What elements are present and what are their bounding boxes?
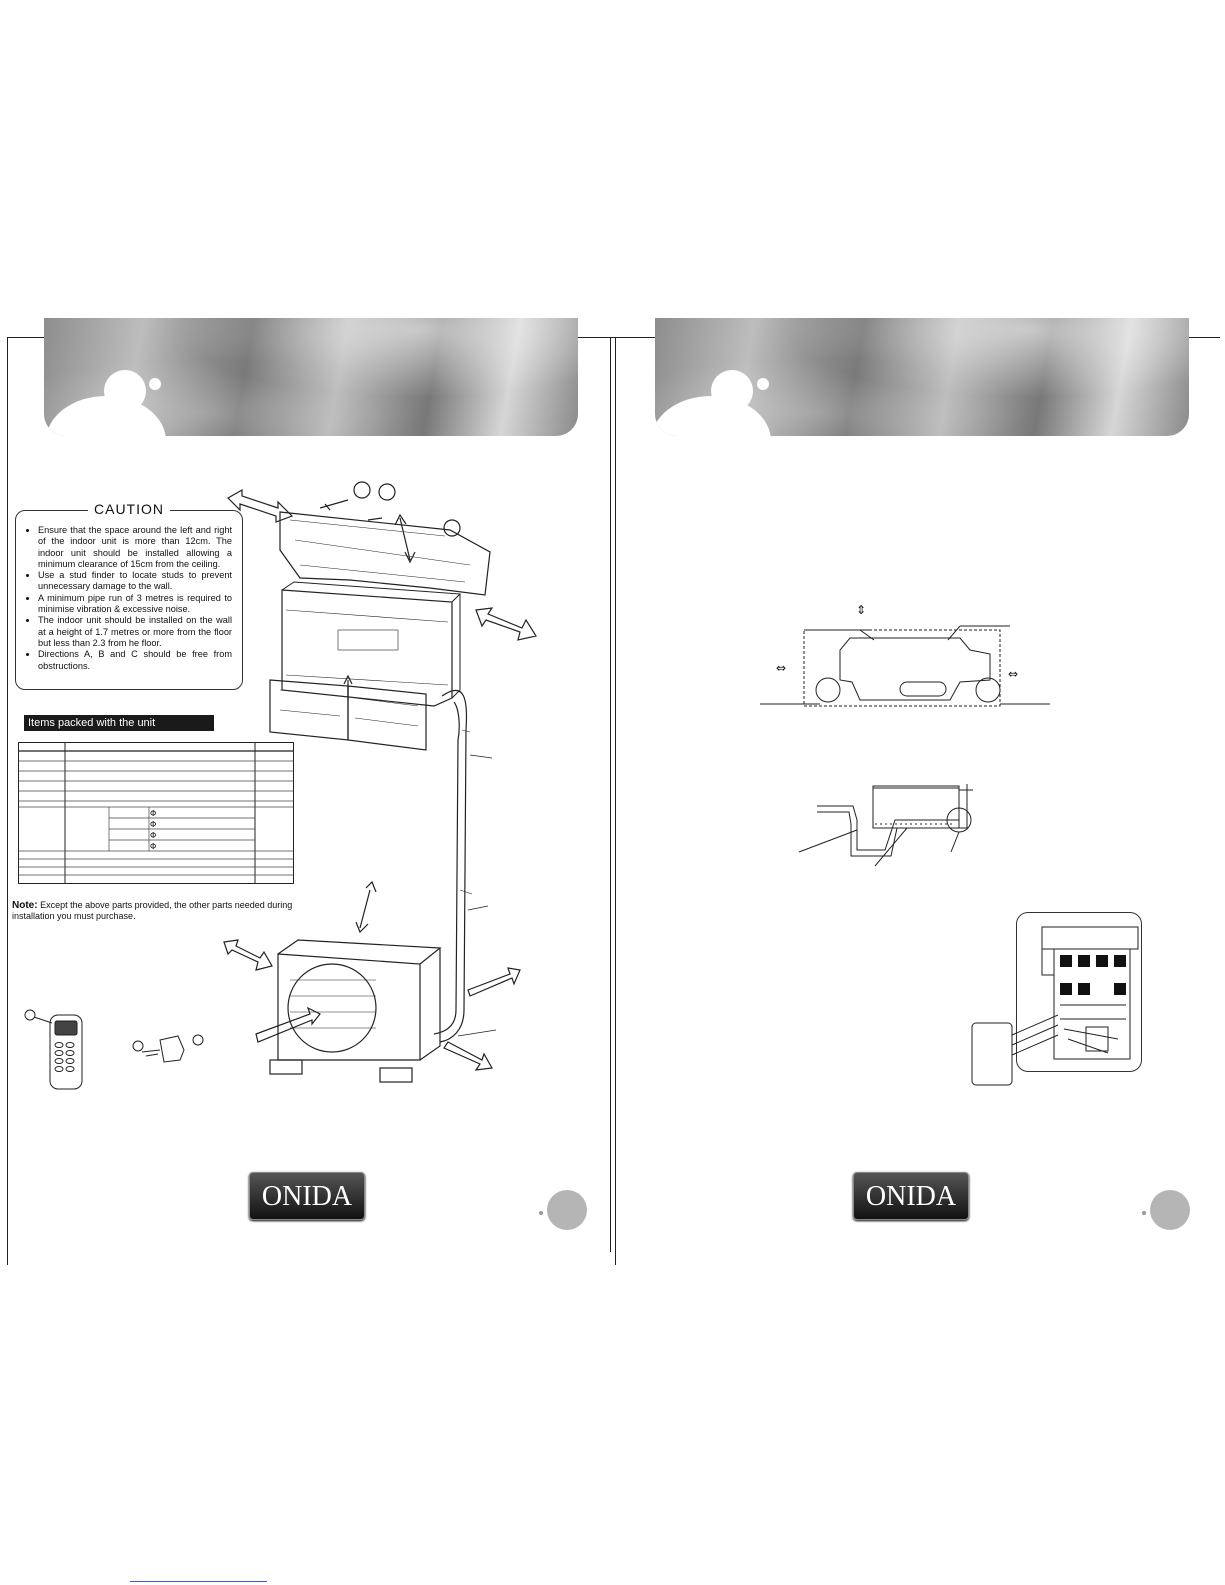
brand-logo: ONIDA bbox=[853, 1172, 969, 1220]
svg-text:⇕: ⇕ bbox=[856, 603, 866, 617]
page-top-rule bbox=[7, 337, 1220, 338]
caution-box: CAUTION Ensure that the space around the… bbox=[15, 501, 243, 690]
svg-text:⇔: ⇔ bbox=[776, 661, 786, 675]
installation-diagram bbox=[223, 481, 537, 1083]
mounting-plate bbox=[839, 637, 991, 701]
direction-arrow bbox=[394, 513, 416, 564]
anchor-icon bbox=[367, 517, 383, 521]
bubble-decoration bbox=[1142, 1211, 1146, 1215]
screw-icon bbox=[319, 499, 349, 511]
svg-text:Φ: Φ bbox=[150, 842, 156, 851]
caution-list: Ensure that the space around the left an… bbox=[24, 525, 232, 672]
mounting-plate bbox=[279, 511, 491, 596]
direction-arrow bbox=[223, 939, 273, 971]
direction-arrow bbox=[355, 880, 377, 934]
note-label: Note: bbox=[12, 900, 38, 911]
note-text: Except the above parts provided, the oth… bbox=[12, 900, 293, 921]
part-callout bbox=[443, 519, 461, 537]
bubble-decoration bbox=[149, 378, 161, 390]
direction-arrow bbox=[343, 674, 353, 700]
svg-text:Φ: Φ bbox=[150, 831, 156, 840]
items-packed-title: Items packed with the unit bbox=[24, 715, 214, 731]
pipe-hole bbox=[815, 677, 841, 703]
page-divider bbox=[610, 337, 611, 1252]
page-number-bubble bbox=[547, 1190, 587, 1230]
indoor-unit bbox=[281, 589, 453, 707]
svg-text:⇔: ⇔ bbox=[1008, 667, 1018, 681]
hyperlink-underline[interactable] bbox=[130, 1581, 267, 1582]
terminal-block bbox=[1053, 948, 1131, 1060]
direction-arrow bbox=[227, 488, 294, 523]
direction-arrow bbox=[255, 1006, 321, 1043]
direction-arrow bbox=[443, 1041, 493, 1071]
caution-title: CAUTION bbox=[88, 501, 170, 517]
bubble-decoration bbox=[539, 1211, 543, 1215]
direction-arrow bbox=[467, 967, 521, 997]
svg-text:Φ: Φ bbox=[150, 809, 156, 818]
left-page bbox=[7, 337, 616, 1265]
bubble-decoration bbox=[104, 370, 146, 412]
page-number-bubble bbox=[1150, 1190, 1190, 1230]
air-filter bbox=[347, 685, 427, 751]
bubble-decoration bbox=[46, 396, 166, 436]
pipe-hole bbox=[975, 677, 1001, 703]
part-callout bbox=[24, 1009, 36, 1021]
remote-holder-illustration bbox=[132, 1034, 204, 1063]
caution-item: Directions A, B and C should be free fro… bbox=[38, 649, 232, 672]
wiring-box-frame bbox=[1016, 912, 1142, 1072]
wall-section-diagram bbox=[798, 784, 973, 867]
caution-item: Ensure that the space around the left an… bbox=[38, 525, 232, 570]
caution-item: Use a stud finder to locate studs to pre… bbox=[38, 570, 232, 593]
bubble-decoration bbox=[711, 370, 753, 412]
bubble-decoration bbox=[757, 378, 769, 390]
direction-arrow bbox=[475, 607, 537, 641]
remote-holder bbox=[159, 1035, 185, 1063]
mounting-plate bbox=[872, 785, 960, 829]
svg-text:Φ: Φ bbox=[150, 820, 156, 829]
part-callout bbox=[378, 483, 396, 501]
remote-control-illustration bbox=[24, 1009, 83, 1090]
right-header-banner bbox=[655, 318, 1189, 436]
outdoor-unit bbox=[277, 953, 421, 1061]
part-callout bbox=[353, 481, 371, 499]
note: Note: Except the above parts provided, t… bbox=[12, 900, 312, 922]
mounting-plate-diagram: ⇕ ⇔ ⇔ bbox=[760, 603, 1050, 707]
caution-item: The indoor unit should be installed on t… bbox=[38, 615, 232, 649]
right-page bbox=[615, 337, 1221, 1265]
caution-item: A minimum pipe run of 3 metres is requir… bbox=[38, 593, 232, 616]
wiring-diagram bbox=[971, 926, 1139, 1086]
bubble-decoration bbox=[655, 396, 771, 436]
left-header-banner bbox=[44, 318, 578, 436]
remote-control bbox=[49, 1014, 83, 1090]
indoor-unit-side bbox=[971, 1022, 1013, 1086]
brand-logo: ONIDA bbox=[249, 1172, 365, 1220]
part-callout bbox=[132, 1040, 144, 1052]
refrigerant-pipe bbox=[439, 689, 468, 1043]
part-callout bbox=[192, 1034, 204, 1046]
